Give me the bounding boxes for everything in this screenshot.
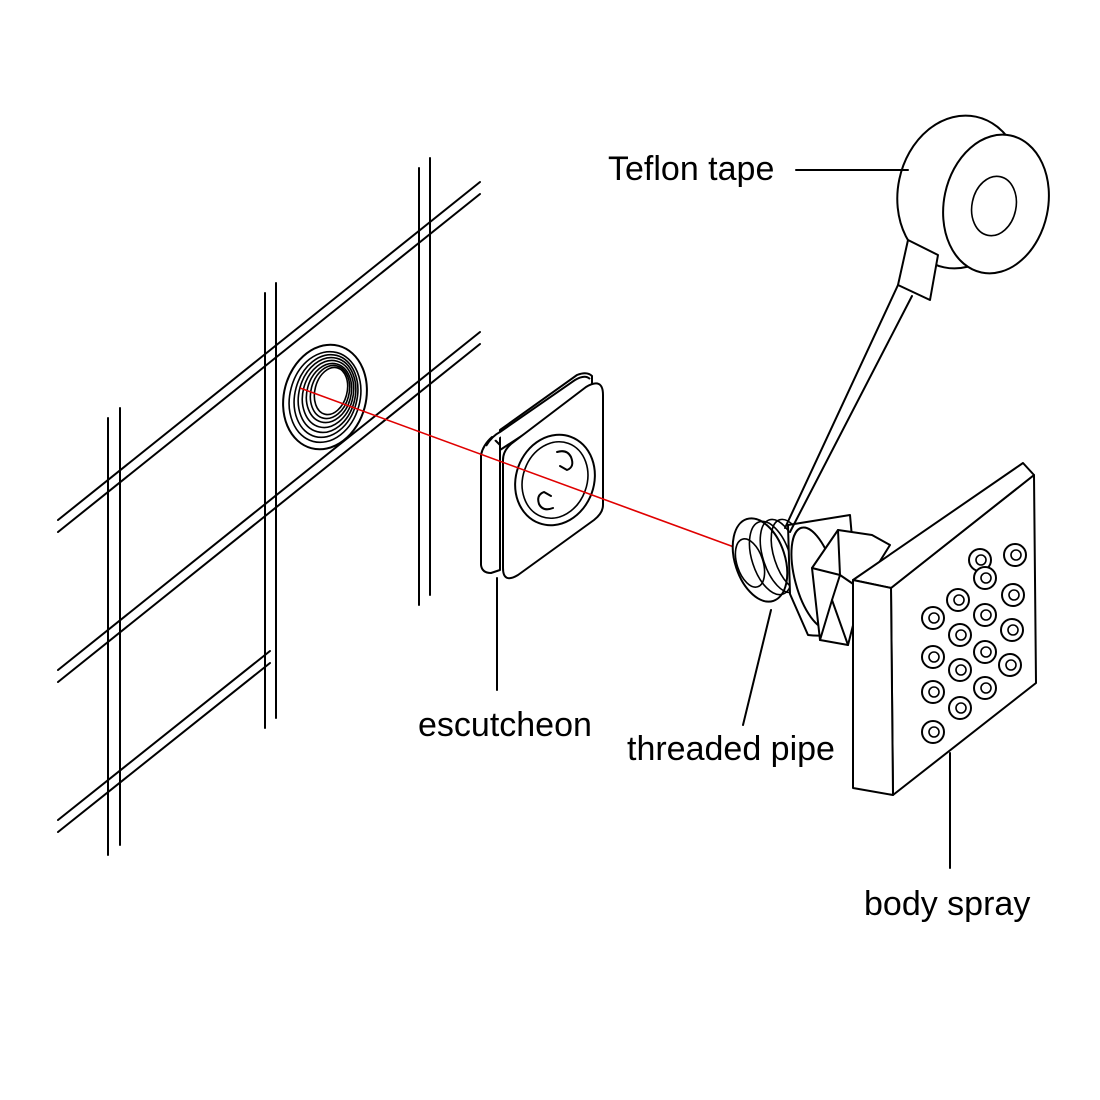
tile-wall-grid [57, 157, 481, 856]
alignment-line [299, 387, 735, 548]
teflon-tape-roll [784, 114, 1050, 533]
spray-nozzles [921, 543, 1027, 744]
escutcheon-plate [480, 372, 604, 580]
body-spray [852, 462, 1037, 796]
threaded-pipe-leader [742, 609, 772, 726]
threaded-pipe-label: threaded pipe [627, 730, 835, 768]
leader-lines [496, 169, 951, 869]
teflon-tape-label: Teflon tape [608, 150, 774, 188]
threaded-pipe [731, 514, 891, 646]
body-spray-label: body spray [864, 885, 1030, 923]
escutcheon-label: escutcheon [418, 706, 592, 744]
